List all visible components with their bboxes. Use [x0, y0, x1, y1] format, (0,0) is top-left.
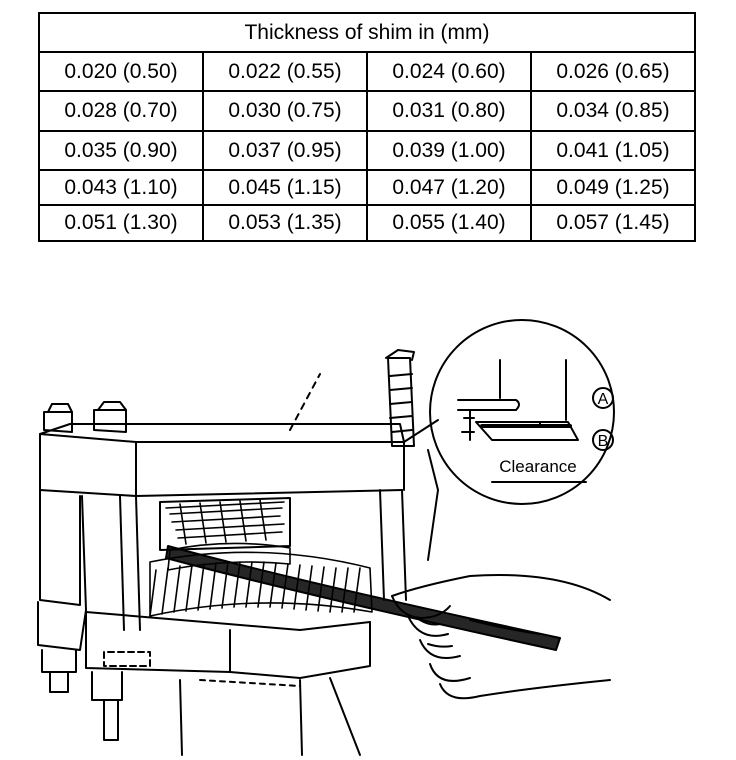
table-cell: 0.039 (1.00)	[366, 130, 532, 171]
table-cell: 0.037 (0.95)	[202, 130, 368, 171]
table-cell: 0.041 (1.05)	[530, 130, 696, 171]
marker-a-label: A	[598, 391, 609, 408]
clearance-label: Clearance	[499, 457, 577, 476]
table-cell: 0.022 (0.55)	[202, 51, 368, 92]
table-cell: 0.047 (1.20)	[366, 169, 532, 206]
table-cell: 0.049 (1.25)	[530, 169, 696, 206]
table-cell: 0.034 (0.85)	[530, 90, 696, 132]
table-row: 0.035 (0.90) 0.037 (0.95) 0.039 (1.00) 0…	[38, 130, 696, 171]
table-cell: 0.051 (1.30)	[38, 204, 204, 242]
shim-thickness-table: Thickness of shim in (mm) 0.020 (0.50) 0…	[38, 12, 696, 242]
table-cell: 0.026 (0.65)	[530, 51, 696, 92]
table-cell: 0.035 (0.90)	[38, 130, 204, 171]
hand-illustration	[391, 574, 611, 700]
table-cell: 0.045 (1.15)	[202, 169, 368, 206]
table-cell: 0.028 (0.70)	[38, 90, 204, 132]
table-row: 0.028 (0.70) 0.030 (0.75) 0.031 (0.80) 0…	[38, 90, 696, 132]
table-cell: 0.024 (0.60)	[366, 51, 532, 92]
marker-b-label: B	[598, 433, 609, 450]
marker-a: A	[592, 387, 614, 409]
table-cell: 0.043 (1.10)	[38, 169, 204, 206]
table-row: 0.020 (0.50) 0.022 (0.55) 0.024 (0.60) 0…	[38, 51, 696, 92]
magnified-detail-inset	[429, 319, 615, 505]
shim-measurement-illustration: A B Clearance	[37, 319, 615, 756]
table-cell: 0.020 (0.50)	[38, 51, 204, 92]
table-cell: 0.030 (0.75)	[202, 90, 368, 132]
transmission-housing	[37, 349, 439, 756]
table-cell: 0.031 (0.80)	[366, 90, 532, 132]
table-cell: 0.053 (1.35)	[202, 204, 368, 242]
table-header: Thickness of shim in (mm)	[38, 12, 696, 53]
marker-b: B	[592, 429, 614, 451]
table-cell: 0.057 (1.45)	[530, 204, 696, 242]
feeler-gauge	[165, 545, 561, 651]
table-row: 0.043 (1.10) 0.045 (1.15) 0.047 (1.20) 0…	[38, 169, 696, 206]
table-cell: 0.055 (1.40)	[366, 204, 532, 242]
table-row: 0.051 (1.30) 0.053 (1.35) 0.055 (1.40) 0…	[38, 204, 696, 242]
